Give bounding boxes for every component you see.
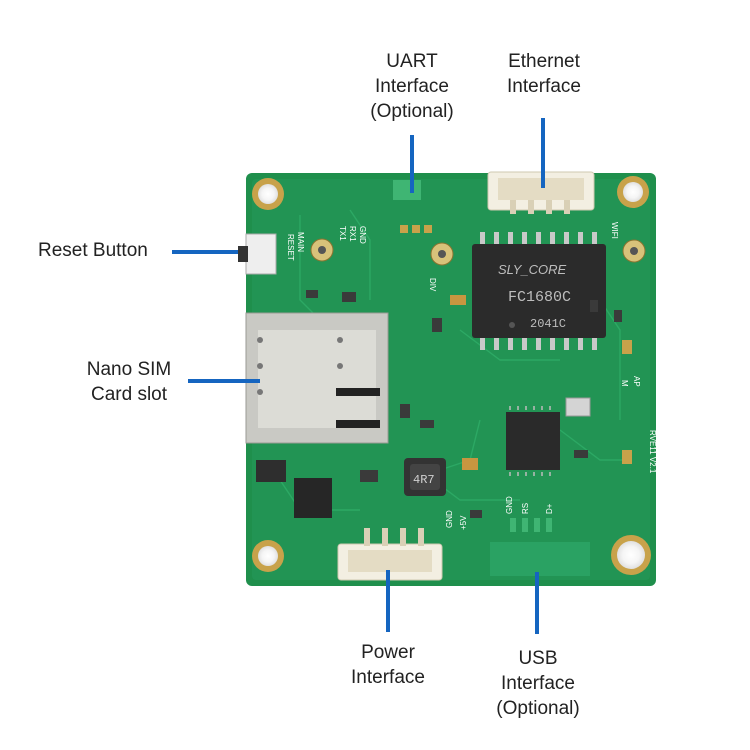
power-connector xyxy=(337,528,443,581)
power-inductor xyxy=(404,458,446,496)
crystal-oscillator xyxy=(565,397,591,417)
power-label-line-1: Power xyxy=(361,642,415,663)
uart-label-line-3: (Optional) xyxy=(370,101,454,122)
usb-label-line-3: (Optional) xyxy=(496,698,580,719)
silk-usb-gnd: GND xyxy=(505,496,514,514)
silk-power-gnd: GND xyxy=(445,510,454,528)
sim-label-line-1: Nano SIM xyxy=(86,359,172,380)
mounting-hole-bottom-left xyxy=(252,540,284,572)
uart-leader-line xyxy=(410,135,414,193)
nano-sim-card-slot xyxy=(245,312,389,444)
silk-usb-dp: D+ xyxy=(545,503,554,514)
usb-pads xyxy=(490,518,590,576)
uart-label-line-2: Interface xyxy=(375,76,449,97)
silk-div: DIV xyxy=(428,278,437,292)
reset-leader-line xyxy=(172,250,238,254)
ethernet-leader-line xyxy=(541,118,545,188)
ethernet-interface-label: Ethernet Interface xyxy=(482,49,606,99)
uart-interface-label: UART Interface (Optional) xyxy=(350,49,474,124)
silk-inductor: 4R7 xyxy=(413,473,435,487)
silk-ant-ap: AP xyxy=(632,376,641,387)
mounting-hole-bottom-right xyxy=(611,535,651,575)
silkscreen-text: RESET MAIN TX1 RX1 GND DIV WIFI SLY_CORE… xyxy=(286,222,657,530)
silk-chip-brand: SLY_CORE xyxy=(498,262,566,277)
ethernet-transformer-chip xyxy=(472,232,606,350)
silk-usb-rs: RS xyxy=(521,503,530,514)
antenna-connector-div xyxy=(430,242,454,266)
silk-power-5v: +5V xyxy=(459,515,468,530)
antenna-connector-main xyxy=(310,238,334,262)
ethernet-connector xyxy=(487,171,595,214)
silk-tx: TX1 xyxy=(338,226,347,241)
usb-interface-label: USB Interface (Optional) xyxy=(476,646,600,721)
ethernet-label-line-1: Ethernet xyxy=(508,51,580,72)
silk-ant-m: M xyxy=(620,380,629,387)
silk-main: MAIN xyxy=(296,232,305,252)
nano-sim-label: Nano SIM Card slot xyxy=(76,357,182,407)
silk-chip-code: 2041C xyxy=(530,317,566,331)
reset-label-line-1: Reset Button xyxy=(38,240,148,261)
silk-gnd-top: GND xyxy=(358,226,367,244)
silk-reset: RESET xyxy=(286,234,295,261)
silk-wifi: WIFI xyxy=(610,222,619,239)
main-processor-chip xyxy=(506,406,560,476)
silk-chip-model: FC1680C xyxy=(508,289,571,306)
reset-button xyxy=(238,233,277,275)
power-interface-label: Power Interface xyxy=(330,640,446,690)
uart-pads xyxy=(393,180,432,233)
power-leader-line xyxy=(386,570,390,632)
mounting-hole-top-left xyxy=(252,178,284,210)
uart-label-line-1: UART xyxy=(386,51,438,72)
silk-version: RVE11 V2.1 xyxy=(648,430,657,474)
smd-components xyxy=(306,290,632,518)
voltage-regulator xyxy=(294,478,332,518)
usb-label-line-2: Interface xyxy=(501,673,575,694)
mounting-hole-top-right xyxy=(617,176,649,208)
sim-label-line-2: Card slot xyxy=(90,384,168,405)
usb-leader-line xyxy=(535,572,539,634)
usb-label-line-1: USB xyxy=(518,648,558,669)
reset-button-label: Reset Button xyxy=(38,238,172,263)
antenna-connector-wifi xyxy=(622,239,646,263)
silk-rx: RX1 xyxy=(348,226,357,242)
sim-leader-line xyxy=(188,379,260,383)
small-regulator xyxy=(256,460,286,482)
power-label-line-2: Interface xyxy=(351,667,425,688)
ethernet-label-line-2: Interface xyxy=(507,76,581,97)
